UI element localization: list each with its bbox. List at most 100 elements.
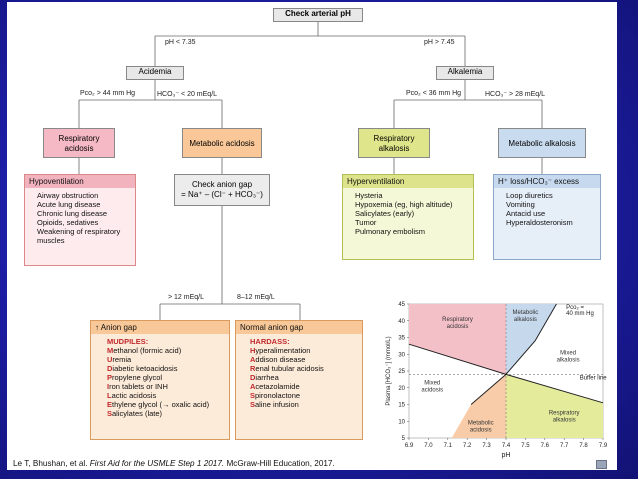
x-axis-label: pH xyxy=(502,452,511,459)
y-tick-label: 5 xyxy=(402,436,406,442)
x-tick-label: 7.1 xyxy=(444,443,453,449)
region-label-mixed-alkalosis: Mixed xyxy=(560,350,576,356)
hypoventilation-header: Hypoventilation xyxy=(25,175,135,188)
increased-anion-gap-box: ↑ Anion gap MUDPILES: Methanol (formic a… xyxy=(90,320,230,440)
hco3-low-label: HCO₃⁻ < 20 mEq/L xyxy=(157,91,218,98)
citation: Le T, Bhushan, et al. First Aid for the … xyxy=(13,459,335,468)
list-item: Salicylates (early) xyxy=(355,209,415,218)
list-item: Methanol (formic acid) xyxy=(107,346,182,355)
slide-icon xyxy=(596,460,607,469)
normal-anion-gap-box: Normal anion gap HARDASS: Hyperalimentat… xyxy=(235,320,363,440)
buffer-line xyxy=(408,343,604,404)
hyperventilation-header: Hyperventilation xyxy=(343,175,473,188)
list-item: Addison disease xyxy=(250,355,306,364)
x-tick-label: 7.0 xyxy=(424,443,433,449)
list-item: Pulmonary embolism xyxy=(355,227,426,236)
y-tick-label: 35 xyxy=(398,336,405,342)
buffer-line-label: Buffer line xyxy=(580,375,608,381)
list-item: Hypoxemia (eg, high altitude) xyxy=(355,200,453,209)
h-loss-box: H⁺ loss/HCO₃⁻ excess Loop diuretics Vomi… xyxy=(493,174,601,260)
metabolic-alkalosis-node: Metabolic alkalosis xyxy=(498,128,586,158)
list-item: Ethylene glycol (→ oxalic acid) xyxy=(107,400,210,409)
list-item: Diarrhea xyxy=(250,373,279,382)
y-tick-label: 25 xyxy=(398,369,405,375)
list-item: Hyperalimentation xyxy=(250,346,311,355)
flowchart-connectors xyxy=(78,20,543,320)
x-tick-label: 7.2 xyxy=(463,443,472,449)
region-metabolic-alkalosis xyxy=(506,304,557,375)
check-ph-node: Check arterial pH xyxy=(273,8,363,22)
y-tick-label: 15 xyxy=(398,403,405,409)
y-tick-label: 20 xyxy=(398,386,405,392)
list-item: Tumor xyxy=(355,218,377,227)
increased-gap-header: ↑ Anion gap xyxy=(91,321,229,334)
list-item: Airway obstruction xyxy=(37,191,99,200)
ph-high-label: pH > 7.45 xyxy=(424,39,455,46)
region-label-mixed-acidosis: Mixed xyxy=(424,380,440,386)
pco2-high-label: Pco₂ > 44 mm Hg xyxy=(80,90,136,97)
list-item: Iron tablets or INH xyxy=(107,382,168,391)
region-label-metabolic-acidosis: Metabolic xyxy=(468,421,494,427)
list-item: Antacid use xyxy=(506,209,546,218)
list-item: Spironolactone xyxy=(250,391,301,400)
anion-gap-check-node: Check anion gap = Na⁺ – (Cl⁻ + HCO₃⁻) xyxy=(174,174,270,206)
y-tick-label: 10 xyxy=(398,419,405,425)
hypoventilation-box: Hypoventilation Airway obstruction Acute… xyxy=(24,174,136,266)
x-tick-label: 7.7 xyxy=(560,443,569,449)
metabolic-acidosis-node: Metabolic acidosis xyxy=(182,128,262,158)
x-tick-label: 7.4 xyxy=(502,443,511,449)
h-loss-header: H⁺ loss/HCO₃⁻ excess xyxy=(494,175,600,188)
hyperventilation-box: Hyperventilation Hysteria Hypoxemia (eg,… xyxy=(342,174,474,260)
list-item: Acute lung disease xyxy=(37,200,101,209)
list-item: Renal tubular acidosis xyxy=(250,364,324,373)
list-item: Propylene glycol xyxy=(107,373,163,382)
anion-gap-formula: = Na⁺ – (Cl⁻ + HCO₃⁻) xyxy=(181,189,263,199)
acidemia-node: Acidemia xyxy=(126,66,184,80)
citation-title: First Aid for the USMLE Step 1 2017. xyxy=(89,459,225,468)
list-item: Salicylates (late) xyxy=(107,409,163,418)
gap-high-label: > 12 mEq/L xyxy=(168,294,204,301)
list-item: Saline infusion xyxy=(250,400,299,409)
respiratory-alkalosis-node: Respiratory alkalosis xyxy=(358,128,430,158)
normal-gap-header: Normal anion gap xyxy=(236,321,362,334)
y-axis-label: Plasma [HCO₃⁻] (mmol/L) xyxy=(386,336,392,405)
region-label-respiratory-acidosis: acidosis xyxy=(447,324,469,330)
x-tick-label: 7.6 xyxy=(541,443,550,449)
y-tick-label: 45 xyxy=(398,302,405,308)
list-item: Hysteria xyxy=(355,191,383,200)
anion-gap-check-title: Check anion gap xyxy=(191,180,253,189)
hardass-mnemonic: HARDASS: xyxy=(250,337,290,346)
isobar-label: 40 mm Hg xyxy=(566,311,594,317)
list-item: Acetazolamide xyxy=(250,382,300,391)
x-tick-label: 7.8 xyxy=(579,443,588,449)
respiratory-acidosis-node: Respiratory acidosis xyxy=(43,128,115,158)
hco3-high-label: HCO₃⁻ > 28 mEq/L xyxy=(485,91,546,98)
list-item: Weakening of respiratory xyxy=(37,227,121,236)
list-item: Hyperaldosteronism xyxy=(506,218,573,227)
region-label-mixed-alkalosis: alkalosis xyxy=(557,357,580,363)
y-tick-label: 40 xyxy=(398,319,405,325)
region-respiratory-acidosis xyxy=(409,304,506,375)
region-metabolic-acidosis xyxy=(409,374,506,438)
mudpiles-mnemonic: MUDPILES: xyxy=(107,337,149,346)
x-tick-label: 6.9 xyxy=(405,443,414,449)
diagram-panel: Check arterial pH pH < 7.35 pH > 7.45 Ac… xyxy=(7,2,617,470)
list-item: Uremia xyxy=(107,355,132,364)
region-label-respiratory-alkalosis: Respiratory xyxy=(549,411,580,417)
ph-low-label: pH < 7.35 xyxy=(165,39,196,46)
x-tick-label: 7.9 xyxy=(599,443,608,449)
list-item: Lactic acidosis xyxy=(107,391,157,400)
region-label-metabolic-alkalosis: alkalosis xyxy=(514,317,537,323)
list-item: Loop diuretics xyxy=(506,191,553,200)
region-respiratory-alkalosis xyxy=(506,374,603,438)
list-item: muscles xyxy=(37,236,65,245)
y-tick-label: 30 xyxy=(398,352,405,358)
region-label-respiratory-acidosis: Respiratory xyxy=(442,317,473,323)
list-item: Chronic lung disease xyxy=(37,209,108,218)
pco2-low-label: Pco₂ < 36 mm Hg xyxy=(406,90,462,97)
list-item: Vomiting xyxy=(506,200,535,209)
pco2-isobar-curve xyxy=(470,303,557,405)
isobar-label: Pco₂ = xyxy=(566,305,584,311)
region-label-mixed-acidosis: acidosis xyxy=(421,387,443,393)
